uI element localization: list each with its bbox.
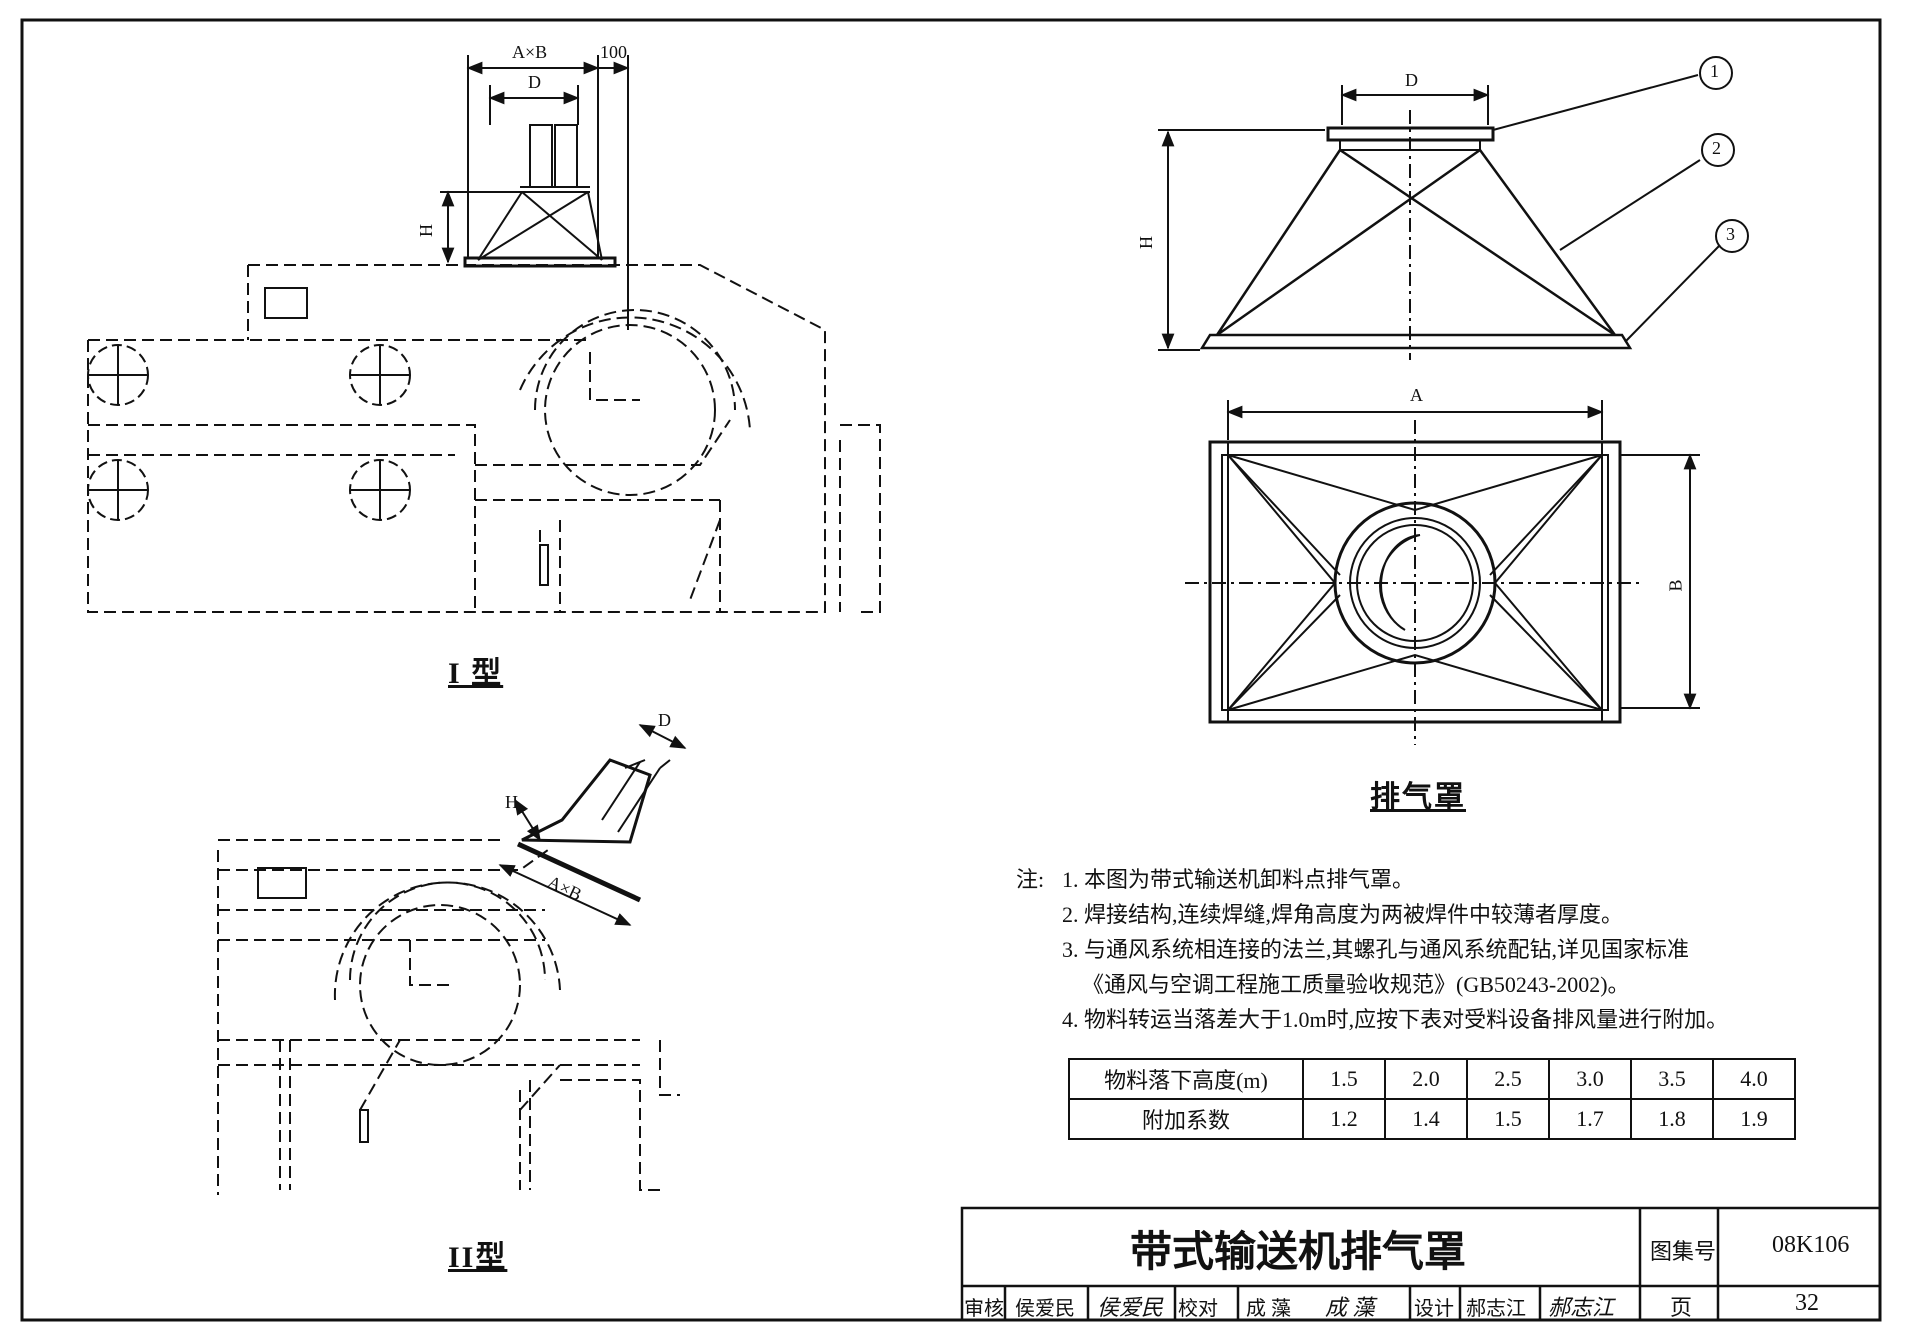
designer-name: 郝志江 [1466, 1298, 1526, 1320]
note-2: 2. 焊接结构,连续焊缝,焊角高度为两被焊件中较薄者厚度。 [1062, 902, 1624, 927]
coefficient-cell: 1.8 [1630, 1098, 1714, 1140]
type1-rollers [87, 287, 549, 586]
type2-caption: II型 [448, 1241, 508, 1274]
dim-d-hood: D [1405, 70, 1418, 90]
height-cell: 1.5 [1302, 1058, 1386, 1100]
page-no: 32 [1795, 1290, 1819, 1316]
notes-prefix: 注: [1016, 867, 1045, 892]
designer-signature: 郝志江 [1548, 1295, 1615, 1320]
design-label: 设计 [1414, 1298, 1454, 1320]
dim-h-type1: H [416, 224, 436, 237]
callout-1: 1 [1710, 61, 1719, 81]
dim-h-hood: H [1136, 236, 1156, 249]
coefficient-table: 物料落下高度(m) 1.5 2.0 2.5 3.0 3.5 4.0 附加系数 1… [1068, 1058, 1796, 1140]
dim-d-type2: D [658, 710, 671, 730]
coefficient-cell: 1.4 [1384, 1098, 1468, 1140]
type1-view [87, 264, 881, 613]
coefficient-cell: 1.5 [1466, 1098, 1550, 1140]
dim-100: 100 [600, 42, 627, 62]
drawing-title: 带式输送机排气罩 [1130, 1228, 1467, 1275]
sheet-border [20, 18, 1882, 1322]
type1-caption: I 型 [448, 657, 504, 690]
dim-b-hood: B [1665, 579, 1686, 592]
type2-hood [257, 724, 687, 1143]
table-row: 附加系数 1.2 1.4 1.5 1.7 1.8 1.9 [1068, 1098, 1796, 1140]
callout-2: 2 [1712, 138, 1721, 158]
height-cell: 2.0 [1384, 1058, 1468, 1100]
reviewer-name: 侯爱民 [1015, 1298, 1075, 1320]
coefficient-cell: 1.9 [1712, 1098, 1796, 1140]
check-label: 校对 [1178, 1298, 1218, 1320]
height-cell: 3.0 [1548, 1058, 1632, 1100]
hood-plan [1185, 400, 1700, 745]
checker-name: 成 藻 [1246, 1298, 1291, 1320]
title-block-frame [960, 1206, 1882, 1322]
row-label-height: 物料落下高度(m) [1068, 1058, 1304, 1100]
callout-3: 3 [1726, 224, 1735, 244]
hood-caption: 排气罩 [1370, 781, 1466, 814]
reviewer-signature: 侯爱民 [1097, 1295, 1164, 1320]
height-cell: 3.5 [1630, 1058, 1714, 1100]
dim-h-type2: H [505, 792, 518, 812]
atlas-no: 08K106 [1772, 1232, 1850, 1258]
table-row: 物料落下高度(m) 1.5 2.0 2.5 3.0 3.5 4.0 [1068, 1058, 1796, 1100]
note-4: 4. 物料转运当落差大于1.0m时,应按下表对受料设备排风量进行附加。 [1062, 1007, 1729, 1032]
dim-axb-type1: A×B [512, 42, 548, 62]
checker-signature: 成 藻 [1325, 1295, 1375, 1320]
coefficient-cell: 1.2 [1302, 1098, 1386, 1140]
hood-elevation [1158, 56, 1749, 360]
note-3: 3. 与通风系统相连接的法兰,其螺孔与通风系统配钻,详见国家标准 [1062, 937, 1690, 962]
type1-hood [440, 55, 630, 330]
type2-view [217, 839, 680, 1195]
height-cell: 2.5 [1466, 1058, 1550, 1100]
dim-a-hood: A [1410, 385, 1423, 405]
review-label: 审核 [964, 1298, 1004, 1320]
coefficient-cell: 1.7 [1548, 1098, 1632, 1140]
note-1: 1. 本图为带式输送机卸料点排气罩。 [1062, 867, 1415, 892]
note-3-cont: 《通风与空调工程施工质量验收规范》(GB50243-2002)。 [1082, 972, 1630, 997]
dim-d-type1: D [528, 72, 541, 92]
page-label: 页 [1670, 1295, 1693, 1320]
row-label-coefficient: 附加系数 [1068, 1098, 1304, 1140]
height-cell: 4.0 [1712, 1058, 1796, 1100]
atlas-no-label: 图集号 [1650, 1239, 1717, 1264]
